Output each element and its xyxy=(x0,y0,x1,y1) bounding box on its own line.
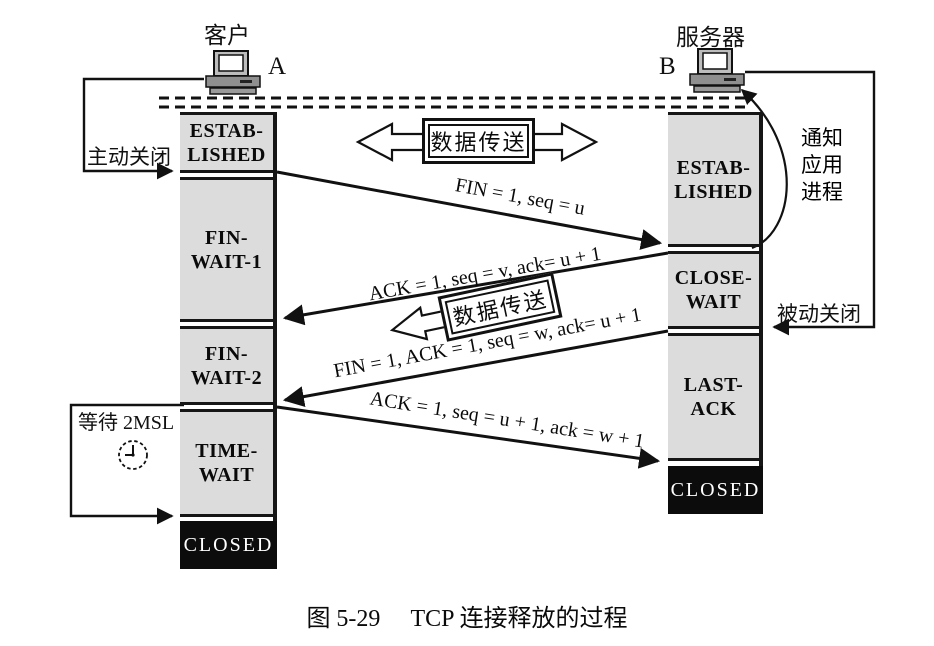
state-client-closed: CLOSED xyxy=(180,521,277,569)
notify-app-line: 进程 xyxy=(801,180,843,204)
state-server-closed: CLOSED xyxy=(668,466,763,514)
state-client-established: ESTAB- LISHED xyxy=(180,112,277,173)
data-transfer-left-arrow-icon xyxy=(355,122,427,162)
state-text: ACK xyxy=(690,398,737,420)
notify-app-line: 应用 xyxy=(801,153,843,177)
state-client-time-wait: TIME- WAIT xyxy=(180,409,277,517)
state-text: FIN- xyxy=(204,226,249,249)
clock-icon xyxy=(118,440,148,470)
state-text: LISHED xyxy=(187,143,266,166)
wait-2msl-arrow xyxy=(69,403,184,525)
client-label: 客户 xyxy=(204,23,250,48)
state-text: CLOSED xyxy=(670,478,761,501)
state-server-last-ack: LAST- ACK xyxy=(668,333,763,461)
data-transfer-text: 数据传送 xyxy=(428,124,529,158)
server-computer-icon xyxy=(689,48,745,93)
server-letter: B xyxy=(659,53,676,80)
state-text: WAIT xyxy=(198,464,255,486)
passive-close-arrow xyxy=(745,70,876,336)
state-text: CLOSED xyxy=(183,533,274,556)
server-label: 服务器 xyxy=(676,25,745,50)
client-letter: A xyxy=(268,53,287,80)
wait-2msl-label: 等待 2MSL xyxy=(78,412,175,434)
state-text: WAIT-2 xyxy=(190,366,263,389)
state-text: ESTAB- xyxy=(676,156,751,179)
client-computer-icon xyxy=(205,50,261,95)
state-client-fin-wait-1: FIN- WAIT-1 xyxy=(180,177,277,322)
figure-title: TCP 连接释放的过程 xyxy=(410,606,628,632)
last-ack-segment-arrow xyxy=(276,405,661,469)
state-text: FIN- xyxy=(204,342,249,365)
state-text: WAIT xyxy=(685,291,742,313)
figure-caption: 图 5-29 TCP 连接释放的过程 xyxy=(0,598,934,633)
ack-segment-arrow xyxy=(282,251,669,326)
state-client-fin-wait-2: FIN- WAIT-2 xyxy=(180,326,277,405)
data-transfer-badge-top: 数据传送 xyxy=(422,118,535,164)
state-text: LISHED xyxy=(674,180,753,203)
data-transfer-right-arrow-icon xyxy=(529,122,599,162)
state-server-close-wait: CLOSE- WAIT xyxy=(668,251,763,329)
state-text: LAST- xyxy=(683,374,744,396)
fin-segment-arrow xyxy=(276,170,663,250)
figure-number: 图 5-29 xyxy=(306,606,381,632)
state-text: WAIT-1 xyxy=(190,250,263,273)
notify-app-line: 通知 xyxy=(801,126,843,150)
passive-close-label: 被动关闭 xyxy=(777,302,861,326)
fin-ack-segment-arrow xyxy=(282,329,669,407)
state-text: TIME- xyxy=(195,440,258,462)
state-text: ESTAB- xyxy=(189,119,264,142)
active-close-arrow xyxy=(82,77,204,180)
state-server-established: ESTAB- LISHED xyxy=(668,112,763,247)
notify-app-label: 通知 应用 进程 xyxy=(801,125,861,206)
state-text: CLOSE- xyxy=(674,267,753,289)
active-close-label: 主动关闭 xyxy=(87,145,171,169)
